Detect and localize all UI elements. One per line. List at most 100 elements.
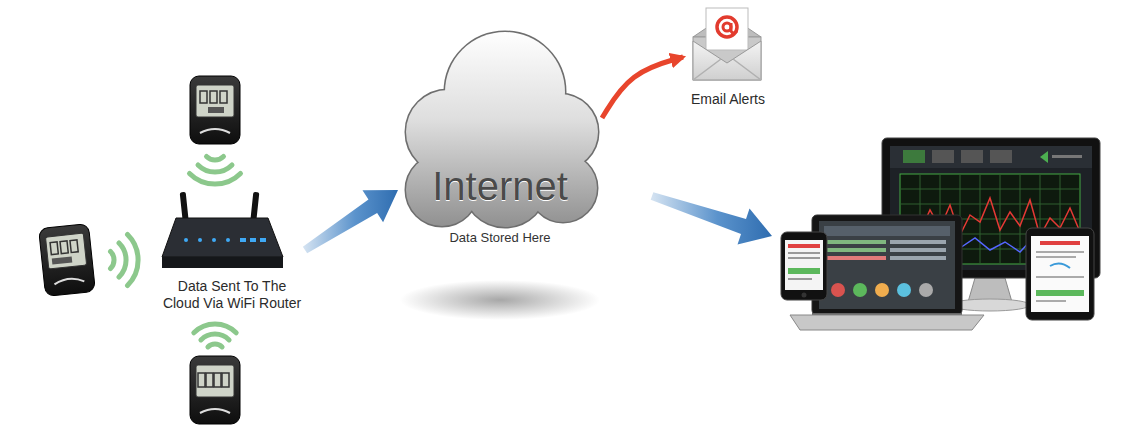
flow-arrow [303, 190, 398, 253]
tablet [1031, 236, 1089, 312]
smartphone [781, 232, 827, 300]
desktop-monitor [932, 150, 954, 163]
tablet [1050, 263, 1070, 268]
data-logger [208, 107, 224, 113]
wifi-waves [111, 252, 115, 269]
connector-layer [303, 57, 683, 253]
wifi-router [162, 192, 283, 268]
wifi-router [250, 238, 256, 242]
laptop [790, 315, 984, 330]
wifi-waves [190, 174, 241, 185]
email-icon [693, 41, 761, 80]
wifi-waves [201, 334, 229, 340]
router-node: Data Sent To The Cloud Via WiFi Router [159, 192, 305, 312]
tablet [1026, 228, 1094, 320]
laptop [897, 283, 911, 297]
alert-arrow [602, 57, 683, 118]
data-logger [52, 256, 73, 264]
wifi-waves [207, 157, 224, 161]
desktop-monitor [903, 150, 925, 163]
cloud-caption: Data Stored Here [398, 230, 602, 246]
data-logger [210, 91, 217, 103]
email-icon [693, 8, 761, 80]
smartphone [788, 257, 820, 259]
data-logger [200, 91, 207, 103]
smartphone [788, 252, 820, 254]
email-caption: Email Alerts [683, 91, 773, 108]
smartphone [802, 293, 807, 298]
data-logger [50, 242, 58, 255]
data-logger [200, 129, 230, 133]
wifi-router [162, 257, 283, 268]
desktop-monitor [890, 146, 1092, 168]
laptop [875, 283, 889, 297]
data-logger [200, 409, 230, 413]
data-logger [60, 241, 68, 254]
desktop-monitor [1052, 155, 1082, 158]
smartphone [788, 278, 812, 280]
laptop [824, 226, 950, 236]
data-logger [222, 373, 229, 387]
flow-arrow [651, 192, 772, 244]
laptop [826, 256, 886, 260]
data-logger [45, 233, 86, 269]
smartphone [781, 232, 827, 300]
laptop [890, 240, 946, 244]
laptop [890, 256, 946, 260]
wifi-waves [198, 165, 232, 172]
desktop-monitor [990, 150, 1012, 163]
laptop [853, 283, 867, 297]
data-logger [190, 76, 240, 144]
wifi-waves [119, 243, 126, 277]
laptop [890, 248, 946, 252]
data-logger [196, 365, 234, 397]
wifi-router [162, 218, 283, 257]
laptop [826, 248, 886, 252]
laptop [826, 240, 886, 244]
tablet [1036, 290, 1084, 296]
email-icon [717, 17, 737, 37]
smartphone [788, 268, 820, 274]
data-logger [190, 356, 240, 424]
router-caption: Data Sent To The Cloud Via WiFi Router [159, 278, 305, 312]
data-logger [190, 76, 240, 144]
wifi-router [184, 238, 188, 242]
email-node: Email Alerts [683, 5, 773, 108]
desktop-monitor [900, 204, 1080, 205]
data-logger [39, 224, 96, 297]
desktop-monitor [882, 138, 1100, 278]
cloud-node: InternetData Stored Here [398, 28, 602, 246]
email-icon [706, 8, 748, 50]
laptop [819, 221, 955, 309]
desktop-monitor [900, 189, 1080, 190]
data-logger [196, 85, 234, 117]
desktop-monitor [961, 150, 983, 163]
smartphone [785, 240, 823, 290]
wifi-router [212, 238, 216, 242]
desktop-monitor [968, 278, 1012, 302]
tablet [1040, 241, 1080, 245]
data-logger [220, 91, 227, 103]
cloud-title: Internet [398, 164, 602, 208]
smartphone [788, 244, 820, 248]
laptop [919, 283, 933, 297]
desktop-monitor [890, 146, 1092, 270]
data-logger [70, 240, 78, 253]
wifi-waves [128, 235, 139, 286]
email-icon [731, 23, 737, 33]
desktop-monitor [1040, 151, 1048, 163]
data-logger [190, 356, 240, 424]
wifi-waves [194, 324, 236, 333]
wifi-router [240, 238, 246, 242]
data-logger [214, 373, 221, 387]
cloud-shadow [400, 280, 600, 320]
email-icon [693, 59, 761, 80]
wifi-router [260, 238, 266, 242]
data-logger [198, 373, 205, 387]
data-logger [206, 373, 213, 387]
tablet [1036, 300, 1066, 302]
data-logger [54, 277, 84, 284]
